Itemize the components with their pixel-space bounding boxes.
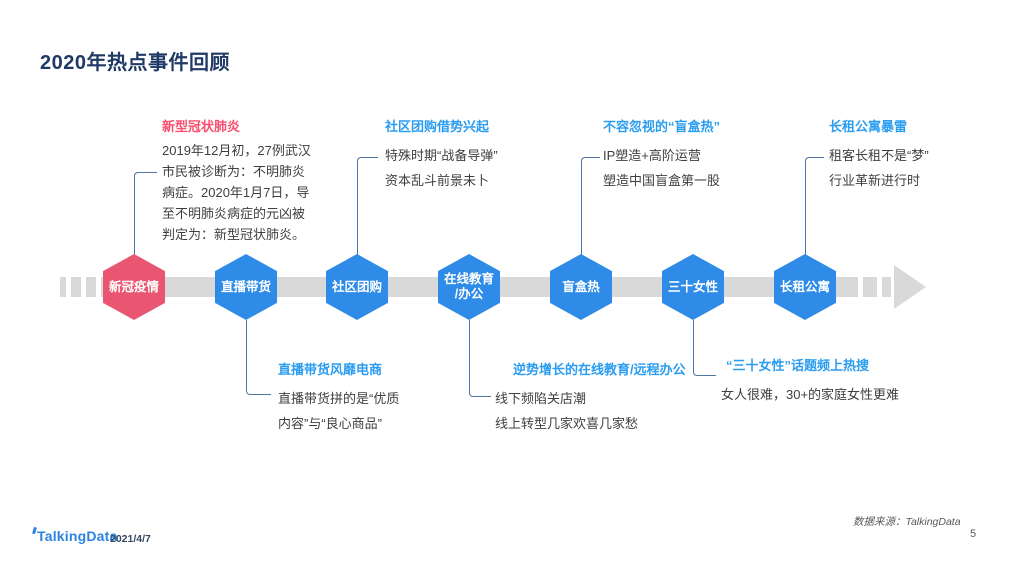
timeline-dash: [882, 277, 891, 297]
timeline-dash: [71, 277, 81, 297]
annotation-body: 女人很难，30+的家庭女性更难: [721, 387, 900, 402]
annotation-body: 直播带货拼的是“优质 内容”与“良心商品”: [278, 391, 400, 431]
annotation-title: 逆势增长的在线教育/远程办公: [513, 362, 686, 377]
annotation-title: 社区团购借势兴起: [385, 119, 490, 134]
connector-line: [581, 157, 600, 255]
page-number: 5: [970, 528, 977, 540]
page-title: 2020年热点事件回顾: [40, 52, 230, 74]
annotation-title: “三十女性”话题频上热搜: [726, 358, 870, 373]
timeline-node-shequ: 社区团购: [326, 254, 388, 320]
annotation-body: 租客长租不是“梦” 行业革新进行时: [829, 148, 929, 188]
logo-tick-icon: [31, 526, 37, 535]
timeline-dash: [86, 277, 96, 297]
timeline-node-manghe: 盲盒热: [550, 254, 612, 320]
annotation-title: 新型冠状肺炎: [162, 119, 241, 134]
timeline-node-sanshi: 三十女性: [662, 254, 724, 320]
talkingdata-logo: TalkingData: [31, 526, 118, 544]
annotation-online-edu: 逆势增长的在线教育/远程办公 线下频陷关店潮 线上转型几家欢喜几家愁: [495, 361, 725, 436]
timeline-node-xinguan: 新冠疫情: [103, 254, 165, 320]
connector-line: [246, 320, 271, 395]
timeline-node-zhibo: 直播带货: [215, 254, 277, 320]
annotation-apartment: 长租公寓暴雷 租客长租不是“梦” 行业革新进行时: [829, 118, 1009, 193]
annotation-title: 长租公寓暴雷: [829, 119, 908, 134]
annotation-title: 直播带货风靡电商: [278, 362, 383, 377]
timeline-arrow-icon: [894, 265, 926, 309]
annotation-covid: 新型冠状肺炎 2019年12月初，27例武汉 市民被诊断为：不明肺炎 病症。20…: [162, 118, 372, 245]
annotation-livestream: 直播带货风靡电商 直播带货拼的是“优质 内容”与“良心商品”: [278, 361, 478, 436]
data-source-note: 数据来源：TalkingData: [853, 516, 961, 528]
connector-line: [357, 157, 378, 255]
annotation-body: 特殊时期“战备导弹” 资本乱斗前景未卜: [385, 148, 498, 188]
connector-line: [693, 320, 716, 376]
logo-text: TalkingData: [37, 528, 118, 544]
connector-line: [134, 172, 157, 255]
annotation-body: 线下频陷关店潮 线上转型几家欢喜几家愁: [495, 391, 639, 431]
annotation-body: IP塑造+高阶运营 塑造中国盲盒第一股: [603, 148, 721, 188]
timeline-node-changzu: 长租公寓: [774, 254, 836, 320]
annotation-title: 不容忽视的“盲盒热”: [603, 119, 721, 134]
annotation-body: 2019年12月初，27例武汉 市民被诊断为：不明肺炎 病症。2020年1月7日…: [162, 143, 311, 242]
annotation-thirty-women: “三十女性”话题频上热搜 女人很难，30+的家庭女性更难: [721, 357, 951, 407]
connector-line: [469, 320, 491, 397]
connector-line: [805, 157, 824, 255]
timeline-dash: [60, 277, 66, 297]
timeline-dash: [863, 277, 877, 297]
footer-date: 2021/4/7: [110, 533, 151, 545]
annotation-community-buy: 社区团购借势兴起 特殊时期“战备导弹” 资本乱斗前景未卜: [385, 118, 585, 193]
annotation-blind-box: 不容忽视的“盲盒热” IP塑造+高阶运营 塑造中国盲盒第一股: [603, 118, 803, 193]
timeline-node-zaixian: 在线教育 /办公: [438, 254, 500, 320]
